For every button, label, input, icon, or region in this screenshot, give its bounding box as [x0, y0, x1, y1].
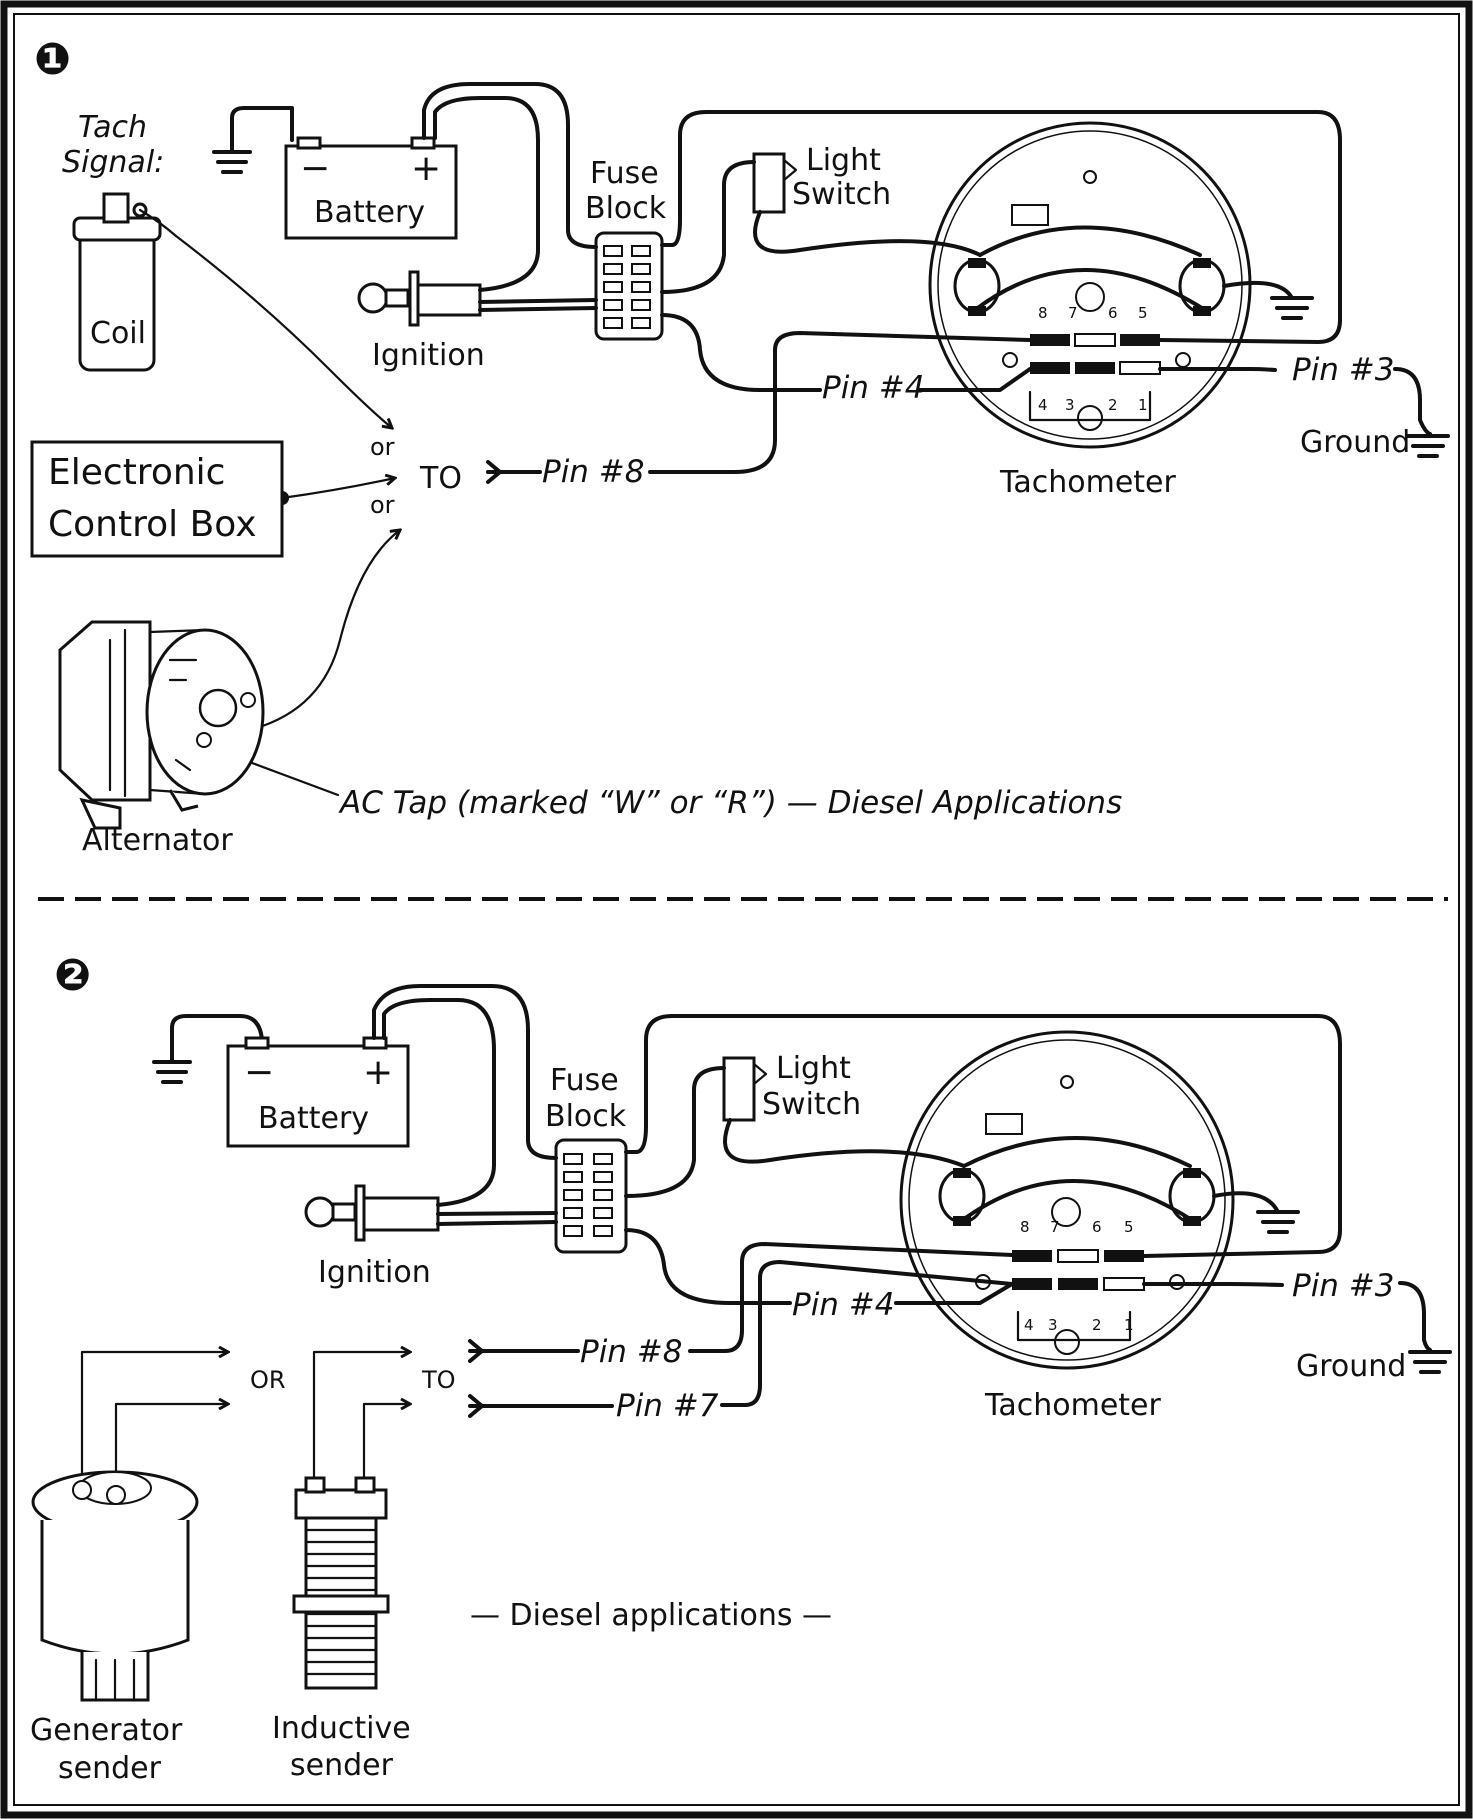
light-switch-label: Light — [806, 143, 881, 178]
light-switch-label-2: Switch — [792, 177, 891, 212]
fuse-block-label-s2: Fuse — [550, 1063, 619, 1098]
section-1-wires — [174, 82, 1450, 797]
battery-label-2: Battery — [258, 1101, 369, 1136]
tach-pin-7: 7 — [1068, 304, 1078, 322]
ecb-box — [30, 440, 284, 558]
ground-label-2: Ground — [1296, 1349, 1406, 1384]
pin4-label-2: Pin #4 — [792, 1287, 895, 1323]
tach-ground-icon-2 — [1212, 1191, 1300, 1234]
ignition-label: Ignition — [372, 338, 485, 373]
alternator-icon — [58, 620, 265, 830]
light-switch-icon-2 — [722, 1056, 768, 1122]
battery-label: Battery — [314, 195, 425, 230]
light-switch-icon — [752, 152, 798, 214]
light-switch-label-s2-2: Switch — [762, 1087, 861, 1122]
inductive-sender-icon — [292, 1476, 390, 1690]
battery-minus-2: − — [244, 1052, 274, 1093]
section-2: ❷ − + Battery Ignition — [30, 950, 1452, 1786]
inductive-sender-label: Inductive — [272, 1711, 411, 1746]
battery-plus: + — [411, 148, 441, 189]
diesel-applications-label: — Diesel applications — — [470, 1598, 832, 1633]
tachometer-label: Tachometer — [999, 465, 1177, 500]
tach-pin-2: 2 — [1108, 396, 1118, 414]
battery-plus-2: + — [363, 1052, 393, 1093]
fuse-block-label-2: Block — [585, 191, 667, 226]
ecb-label: Electronic — [48, 452, 225, 493]
ignition-label-2: Ignition — [318, 1255, 431, 1290]
tach-pin-5: 5 — [1138, 304, 1148, 322]
tach2-pin-2: 2 — [1092, 1316, 1102, 1334]
section-1: ❶ Tach Signal: Coil − + Battery — [30, 34, 1450, 858]
coil-icon — [72, 192, 178, 372]
section-2-number: ❷ — [54, 950, 91, 1001]
battery-icon — [284, 136, 458, 240]
tach-ground-icon — [1222, 280, 1314, 320]
or-bottom-label: or — [370, 491, 395, 519]
tach2-pin-4: 4 — [1024, 1316, 1034, 1334]
generator-sender-icon — [31, 1470, 199, 1702]
tach2-pin-6: 6 — [1092, 1218, 1102, 1236]
tach-pin-3: 3 — [1065, 396, 1075, 414]
or-top-label: or — [370, 433, 395, 461]
alternator-label: Alternator — [82, 823, 233, 858]
pin3-label: Pin #3 — [1292, 352, 1395, 388]
light-switch-label-s2: Light — [776, 1051, 851, 1086]
pin4-label: Pin #4 — [822, 370, 925, 406]
pin3-label-2: Pin #3 — [1292, 1268, 1395, 1304]
tach-pin-4: 4 — [1038, 396, 1048, 414]
inductive-sender-label-2: sender — [290, 1748, 394, 1783]
ground-label: Ground — [1300, 425, 1410, 460]
section-1-number: ❶ — [34, 34, 71, 85]
tachometer-label-2: Tachometer — [984, 1388, 1162, 1423]
ecb-label-2: Control Box — [48, 504, 257, 545]
generator-sender-label: Generator — [30, 1713, 183, 1748]
pin8-label-2: Pin #8 — [580, 1334, 683, 1370]
tach-pin-6: 6 — [1108, 304, 1118, 322]
tach-signal-label: Tach — [78, 110, 147, 145]
battery-minus: − — [300, 148, 330, 189]
or-label-2: OR — [250, 1366, 286, 1394]
pin7-label: Pin #7 — [616, 1388, 719, 1424]
tachometer-icon-2 — [899, 1030, 1235, 1370]
fuse-block-label-s2-2: Block — [545, 1099, 627, 1134]
ignition-icon-2 — [304, 1184, 440, 1242]
generator-sender-label-2: sender — [58, 1751, 162, 1786]
to-label: TO — [419, 461, 462, 496]
tach-pin-1: 1 — [1138, 396, 1148, 414]
fuse-block-label: Fuse — [590, 156, 659, 191]
pin8-label: Pin #8 — [542, 454, 645, 490]
fuse-block-icon-2 — [554, 1138, 628, 1254]
tach2-pin-8: 8 — [1020, 1218, 1030, 1236]
coil-label: Coil — [90, 316, 146, 351]
section-2-wires — [80, 984, 1452, 1492]
tach2-pin-1: 1 — [1124, 1316, 1134, 1334]
tachometer-icon — [928, 121, 1252, 449]
fuse-block-icon — [594, 231, 664, 341]
tach2-pin-7: 7 — [1050, 1218, 1060, 1236]
tach2-pin-5: 5 — [1124, 1218, 1134, 1236]
ac-tap-label: AC Tap (marked “W” or “R”) — Diesel Appl… — [338, 785, 1122, 821]
tach-pin-8: 8 — [1038, 304, 1048, 322]
tach2-pin-3: 3 — [1048, 1316, 1058, 1334]
ground-icon — [212, 106, 294, 174]
tach-signal-label-2: Signal: — [62, 145, 164, 180]
ground-icon-2 — [152, 1014, 264, 1084]
inner-frame — [13, 13, 1460, 1806]
battery-icon-2 — [226, 1036, 410, 1148]
ignition-icon — [357, 270, 482, 327]
to-label-2: TO — [421, 1366, 456, 1394]
